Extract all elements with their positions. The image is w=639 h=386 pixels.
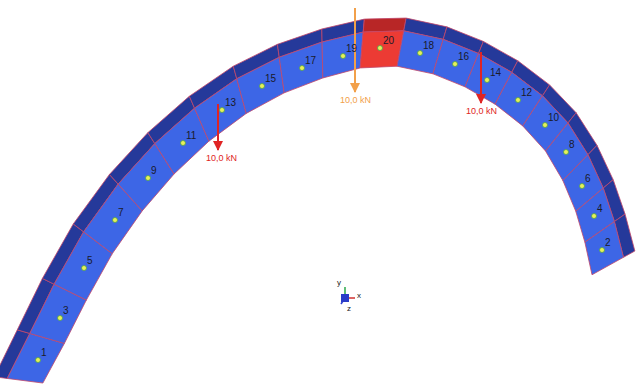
callout-number: 10 xyxy=(548,113,559,123)
node-marker xyxy=(181,141,186,146)
callout-number: 17 xyxy=(305,56,316,66)
callout-number: 20 xyxy=(383,36,394,46)
node-marker xyxy=(543,123,548,128)
node-marker xyxy=(300,66,305,71)
callout-number: 7 xyxy=(118,208,124,218)
callout-number: 16 xyxy=(458,52,469,62)
callout-number: 14 xyxy=(490,68,501,78)
callout-number: 8 xyxy=(569,140,575,150)
node-marker xyxy=(58,316,63,321)
node-marker xyxy=(146,176,151,181)
force-label: 10,0 kN xyxy=(466,107,497,116)
callout-number: 12 xyxy=(521,88,532,98)
node-marker xyxy=(220,108,225,113)
arch-block xyxy=(585,214,635,275)
node-marker xyxy=(485,78,490,83)
force-label: 10,0 kN xyxy=(206,154,237,163)
block-front-face xyxy=(322,32,363,78)
block-top-face xyxy=(363,18,406,32)
node-marker xyxy=(453,62,458,67)
node-marker xyxy=(260,84,265,89)
block-front-face xyxy=(195,79,247,141)
node-marker xyxy=(341,54,346,59)
force-arrow xyxy=(217,104,219,150)
node-marker xyxy=(580,184,585,189)
block-front-face xyxy=(585,222,624,275)
callout-number: 18 xyxy=(423,41,434,51)
callout-number: 3 xyxy=(63,306,69,316)
node-marker xyxy=(418,51,423,56)
callout-number: 9 xyxy=(151,166,157,176)
arch-block xyxy=(277,29,322,93)
node-marker xyxy=(82,266,87,271)
block-front-face xyxy=(360,31,404,68)
arch-block xyxy=(233,44,284,113)
callout-number: 1 xyxy=(41,348,47,358)
node-marker xyxy=(564,150,569,155)
arch-block xyxy=(322,19,365,78)
callout-number: 4 xyxy=(597,204,603,214)
force-arrow xyxy=(480,52,482,103)
node-marker xyxy=(600,248,605,253)
node-marker xyxy=(516,98,521,103)
callout-number: 5 xyxy=(87,256,93,266)
callout-number: 15 xyxy=(265,74,276,84)
block-front-face xyxy=(237,57,284,113)
callout-number: 19 xyxy=(346,44,357,54)
block-front-face xyxy=(279,42,323,93)
node-marker xyxy=(592,214,597,219)
node-marker xyxy=(113,218,118,223)
callout-number: 13 xyxy=(225,98,236,108)
axis-label: z xyxy=(347,305,351,313)
node-marker xyxy=(378,46,383,51)
axis-label: x xyxy=(357,292,361,300)
callout-number: 2 xyxy=(605,238,611,248)
axis-triad xyxy=(341,287,355,304)
callout-number: 11 xyxy=(186,131,196,141)
force-label: 10,0 kN xyxy=(340,96,371,105)
node-marker xyxy=(36,358,41,363)
callout-number: 6 xyxy=(585,174,591,184)
axis-label: y xyxy=(337,279,341,287)
